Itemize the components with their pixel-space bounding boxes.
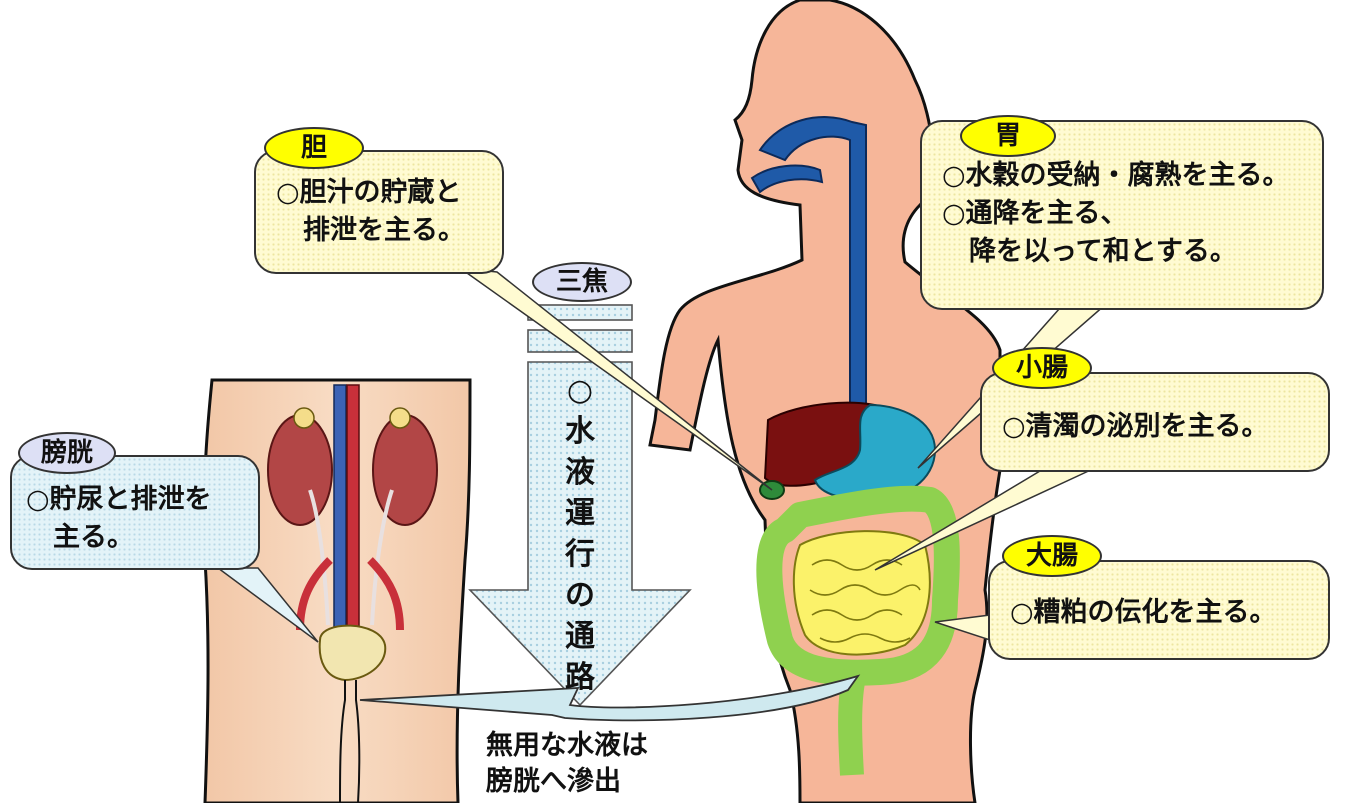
gallbladder-callout: ○胆汁の貯蔵と 排泄を主る。 — [254, 150, 504, 274]
sanjiao-label: 三焦 — [532, 262, 632, 302]
sanjiao-char: 通 — [558, 616, 602, 657]
sanjiao-char: 水 — [558, 411, 602, 452]
sanjiao-char: 運 — [558, 493, 602, 534]
bladder-line-1: ○貯尿と排泄を — [26, 481, 258, 519]
sanjiao-char: の — [558, 575, 602, 616]
seepage-caption: 無用な水液は 膀胱へ滲出 — [486, 728, 648, 800]
sanjiao-char: 行 — [558, 534, 602, 575]
stomach-line-3: 降を以って和とする。 — [942, 233, 1322, 271]
bladder-label: 膀胱 — [18, 432, 116, 474]
large-intestine-line-1: ○糟粕の伝化を主る。 — [1010, 594, 1328, 632]
gallbladder-label: 胆 — [264, 127, 364, 169]
gallbladder-line-1: ○胆汁の貯蔵と — [276, 174, 502, 212]
sanjiao-char: 液 — [558, 452, 602, 493]
stomach-line-2: ○通降を主る、 — [942, 195, 1322, 233]
stomach-label: 胃 — [960, 115, 1056, 157]
stomach-line-1: ○水穀の受納・腐熟を主る。 — [942, 157, 1322, 195]
seepage-caption-line-2: 膀胱へ滲出 — [486, 764, 648, 800]
gallbladder-line-2: 排泄を主る。 — [276, 212, 502, 250]
sanjiao-char: 路 — [558, 657, 602, 698]
sanjiao-description: ○ 水 液 運 行 の 通 路 — [558, 370, 602, 698]
small-intestine-line-1: ○清濁の泌別を主る。 — [1002, 408, 1328, 446]
small-intestine-label: 小腸 — [992, 347, 1092, 389]
sanjiao-char: ○ — [558, 370, 602, 411]
bladder-line-2: 主る。 — [26, 519, 258, 557]
large-intestine-label: 大腸 — [1002, 535, 1102, 577]
seepage-caption-line-1: 無用な水液は — [486, 728, 648, 764]
